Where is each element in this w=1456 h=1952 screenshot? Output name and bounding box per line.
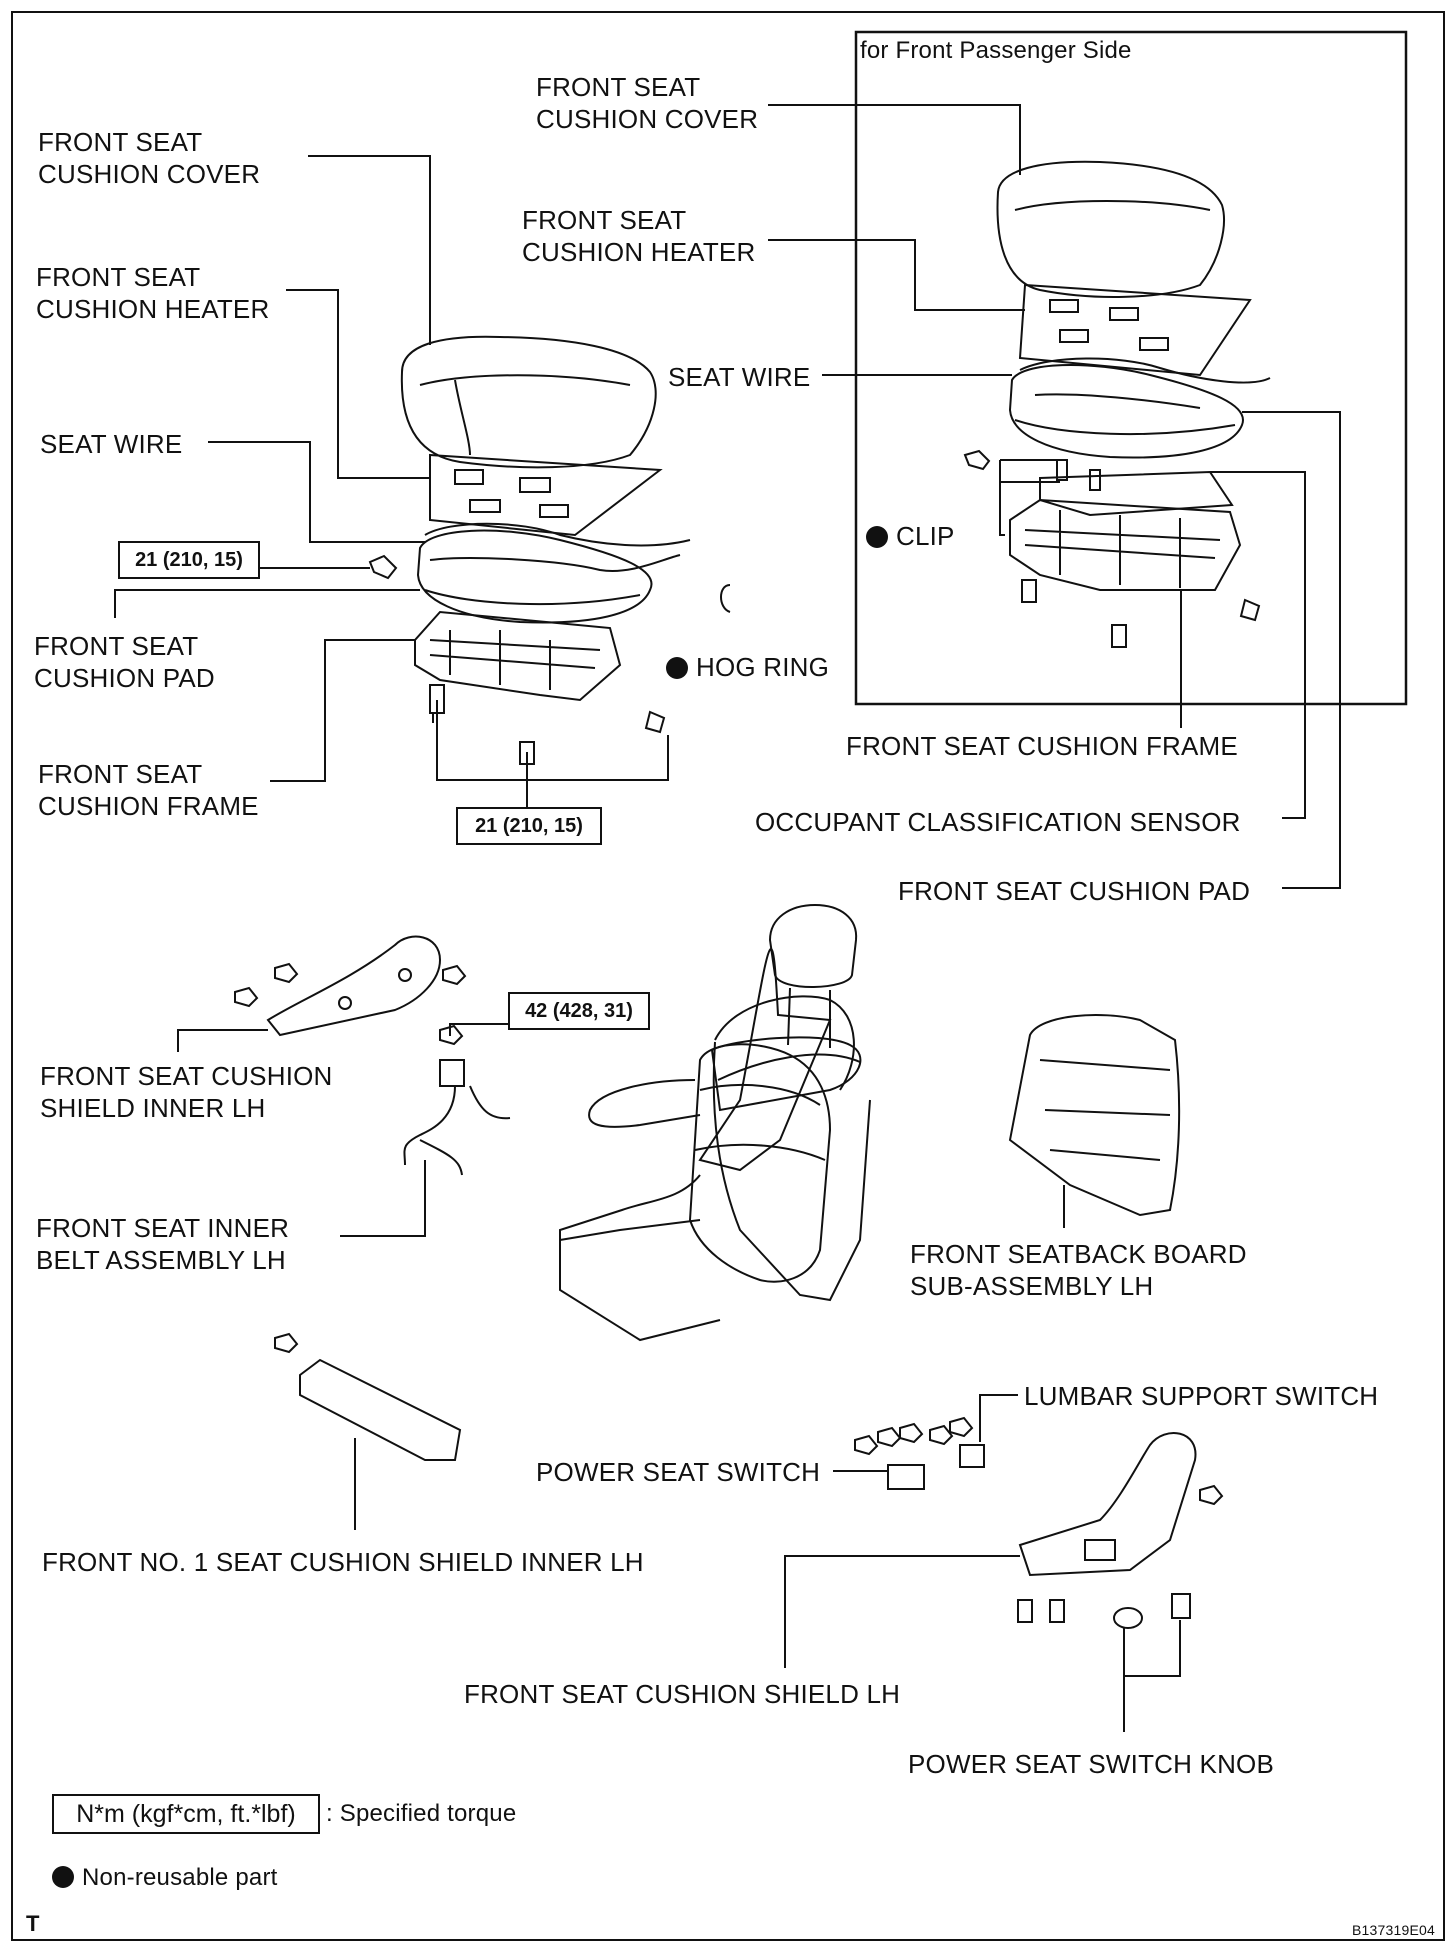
- r-heater-leader: [768, 239, 1025, 311]
- label-front-seat-cushion-shield: FRONT SEAT CUSHION SHIELD LH: [464, 1679, 901, 1709]
- label-power-seat-switch-knob: POWER SEAT SWITCH KNOB: [908, 1749, 1275, 1779]
- l-heater-leader: [286, 289, 430, 479]
- shield-bolts: [1017, 1599, 1065, 1623]
- seatback-board-drawing: [1008, 1014, 1181, 1217]
- l-pad-leader: [114, 589, 420, 618]
- nonreusable-dot-icon: [666, 657, 688, 679]
- label-front-seat-cushion-cover-right: FRONT SEAT CUSHION COVER: [536, 72, 759, 134]
- l-cover-leader: [308, 155, 431, 345]
- label-hog-ring: HOG RING: [666, 651, 829, 683]
- switch-knob-leader: [1123, 1620, 1181, 1732]
- right-cushion-heater-drawing: [1018, 283, 1252, 377]
- corner-mark: T: [26, 1911, 40, 1936]
- label-front-seat-cushion-heater-right: FRONT SEAT CUSHION HEATER: [522, 205, 756, 267]
- left-cushion-heater-drawing: [429, 453, 663, 537]
- label-front-no1-seat-cushion-shield-inner: FRONT NO. 1 SEAT CUSHION SHIELD INNER LH: [42, 1547, 644, 1577]
- torque-box-2: 21 (210, 15): [456, 807, 602, 845]
- cushion-shield-drawing: [1018, 1432, 1224, 1577]
- t2-leader: [436, 700, 669, 781]
- right-clips-bolts: [963, 449, 1261, 648]
- figure-code: B137319E04: [1352, 1922, 1435, 1938]
- l-wire-leader: [208, 441, 425, 543]
- right-seat-wire-drawing: [1019, 357, 1271, 409]
- inset-title: for Front Passenger Side: [860, 37, 1132, 64]
- label-front-seat-cushion-frame-left: FRONT SEAT CUSHION FRAME: [38, 759, 259, 821]
- label-front-seat-cushion-pad-left: FRONT SEAT CUSHION PAD: [34, 631, 215, 693]
- right-cushion-frame-drawing: [1009, 498, 1242, 591]
- left-cushion-cover-drawing: [400, 335, 657, 469]
- label-front-seat-cushion-shield-inner: FRONT SEAT CUSHION SHIELD INNER LH: [40, 1061, 333, 1123]
- legend-torque-box: N*m (kgf*cm, ft.*lbf): [52, 1794, 320, 1834]
- l-frame-leader: [270, 639, 415, 782]
- switch-knob-drawing: [1113, 1593, 1191, 1629]
- shield-inner-drawing: [266, 935, 442, 1037]
- label-power-seat-switch: POWER SEAT SWITCH: [536, 1457, 821, 1487]
- clip-text: CLIP: [896, 521, 955, 551]
- label-lumbar-support-switch: LUMBAR SUPPORT SWITCH: [1024, 1381, 1379, 1411]
- cushion-shield-leader: [784, 1555, 1020, 1668]
- lumbar-leader: [979, 1394, 1018, 1442]
- r-cover-leader: [768, 104, 1021, 175]
- inner-belt-leader: [340, 1160, 426, 1237]
- hog-ring-text: HOG RING: [696, 652, 830, 682]
- r-clip-leader: [999, 481, 1060, 536]
- hog-ring-drawing: [720, 584, 731, 613]
- page-border: [11, 11, 1445, 1941]
- label-front-seat-cushion-frame-right: FRONT SEAT CUSHION FRAME: [846, 731, 1238, 761]
- t3-leader: [449, 1023, 508, 1036]
- shield-inner-leader: [177, 1029, 268, 1052]
- shield-inner-bolts: [234, 962, 467, 1008]
- inner-belt-drawing: [403, 1024, 511, 1176]
- power-switch-drawing: [854, 1416, 974, 1490]
- left-cushion-pad-drawing: [416, 529, 653, 624]
- lumbar-switch-drawing: [959, 1444, 985, 1468]
- torque-box-1: 21 (210, 15): [118, 541, 260, 579]
- legend-nonreusable: Non-reusable part: [52, 1862, 278, 1894]
- label-front-seat-inner-belt: FRONT SEAT INNER BELT ASSEMBLY LH: [36, 1213, 290, 1275]
- label-front-seat-cushion-cover-left: FRONT SEAT CUSHION COVER: [38, 127, 261, 189]
- legend-torque-text: : Specified torque: [326, 1800, 517, 1827]
- r-sensor-leader: [1210, 471, 1306, 819]
- label-front-seat-cushion-heater-left: FRONT SEAT CUSHION HEATER: [36, 262, 270, 324]
- left-cushion-frame-drawing: [414, 610, 622, 702]
- label-seat-wire-left: SEAT WIRE: [40, 429, 183, 459]
- label-front-seatback-board: FRONT SEATBACK BOARD SUB-ASSEMBLY LH: [910, 1239, 1247, 1301]
- nonreusable-dot-icon: [866, 526, 888, 548]
- left-bolts: [368, 554, 666, 765]
- headrest-drawing: [768, 903, 858, 1048]
- no1-shield-drawing: [274, 1332, 462, 1461]
- right-cushion-pad-drawing: [1008, 363, 1244, 459]
- label-seat-wire-right: SEAT WIRE: [668, 362, 811, 392]
- r-pad-leader: [1242, 411, 1341, 889]
- label-clip: CLIP: [866, 520, 955, 552]
- legend-nonreusable-text: Non-reusable part: [82, 1864, 278, 1891]
- passenger-side-inset-box: [854, 30, 1408, 706]
- occupant-sensor-drawing: [1039, 470, 1234, 517]
- right-cushion-cover-drawing: [996, 160, 1225, 298]
- left-seat-wire-drawing: [424, 522, 691, 572]
- nonreusable-dot-icon: [52, 1866, 74, 1888]
- label-occupant-classification-sensor: OCCUPANT CLASSIFICATION SENSOR: [755, 807, 1241, 837]
- label-front-seat-cushion-pad-right: FRONT SEAT CUSHION PAD: [898, 876, 1251, 906]
- torque-box-3: 42 (428, 31): [508, 992, 650, 1030]
- seatback-drawing: [588, 1043, 832, 1283]
